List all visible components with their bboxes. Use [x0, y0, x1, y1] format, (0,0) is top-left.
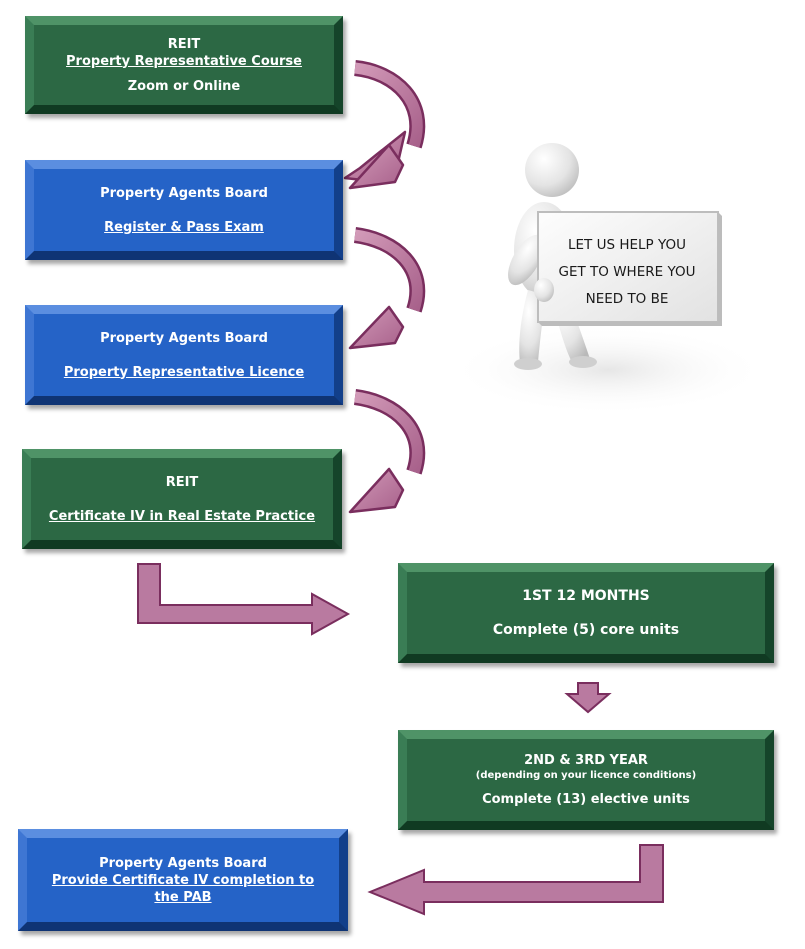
- first-year-title: 1ST 12 MONTHS: [522, 587, 650, 604]
- pab-licence-title: Property Agents Board: [100, 330, 268, 346]
- l-arrow-right: [137, 563, 351, 636]
- sign-text: LET US HELP YOU GET TO WHERE YOU NEED TO…: [558, 237, 696, 307]
- figure-left-foot: [514, 358, 542, 370]
- pab-complete-box: Property Agents Board Provide Certificat…: [18, 829, 348, 931]
- reit-cert-box: REIT Certificate IV in Real Estate Pract…: [22, 449, 342, 549]
- l-arrow-left: [367, 844, 664, 916]
- reit-cert-title: REIT: [165, 474, 199, 490]
- pab-complete-title: Property Agents Board: [99, 855, 267, 871]
- floor-shadow: [448, 325, 768, 415]
- pab-complete-link[interactable]: Provide Certificate IV completion to the…: [51, 872, 315, 905]
- pab-register-box: Property Agents Board Register & Pass Ex…: [25, 160, 343, 260]
- down-arrow: [564, 682, 612, 714]
- second-year-box: 2ND & 3RD YEAR (depending on your licenc…: [398, 730, 774, 830]
- second-year-title: 2ND & 3RD YEAR: [524, 753, 648, 768]
- first-year-units: Complete (5) core units: [492, 621, 680, 638]
- person-holding-sign-illustration: [448, 143, 768, 415]
- reit-course-link[interactable]: Property Representative Course: [66, 53, 302, 69]
- figure-head: [525, 143, 579, 197]
- pab-register-title: Property Agents Board: [100, 185, 268, 201]
- reit-course-mode: Zoom or Online: [127, 78, 241, 94]
- curved-arrow-3: [348, 389, 426, 514]
- reit-cert-link[interactable]: Certificate IV in Real Estate Practice: [48, 508, 316, 524]
- first-year-box: 1ST 12 MONTHS Complete (5) core units: [398, 563, 774, 663]
- second-year-units: Complete (13) elective units: [482, 792, 690, 807]
- curved-arrow-2: [348, 227, 426, 350]
- figure-arm: [508, 234, 544, 286]
- second-year-conditions: (depending on your licence conditions): [475, 770, 697, 781]
- pab-licence-box: Property Agents Board Property Represent…: [25, 305, 343, 405]
- pab-licence-link[interactable]: Property Representative Licence: [63, 364, 305, 380]
- pab-register-link[interactable]: Register & Pass Exam: [104, 219, 264, 235]
- sign-board: [537, 211, 719, 323]
- curved-arrow-1: [343, 60, 426, 190]
- figure-hand: [534, 278, 554, 302]
- reit-course-box: REIT Property Representative Course Zoom…: [25, 16, 343, 114]
- reit-course-title: REIT: [167, 36, 201, 52]
- figure-right-foot: [569, 356, 597, 368]
